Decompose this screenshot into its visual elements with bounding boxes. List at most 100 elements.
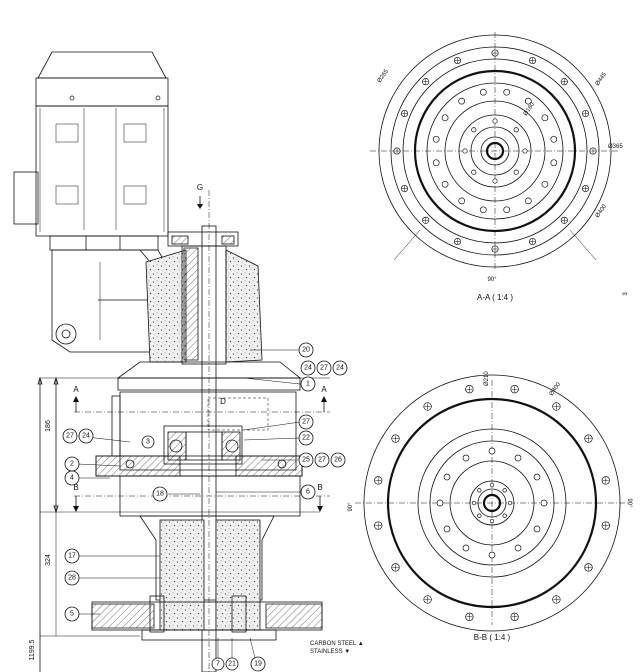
bb-inner-hole [502, 513, 507, 518]
balloon-27b: 27 [298, 414, 314, 430]
bb-middle-hole [514, 454, 522, 462]
bb-outer-hole-cross [392, 564, 399, 571]
svg-text:6: 6 [306, 489, 310, 496]
aa-outer-hole-cross [394, 148, 400, 154]
aa-outer-hole-cross [492, 246, 498, 252]
mark-b-left: B [73, 483, 78, 492]
svg-text:27: 27 [66, 433, 74, 440]
bb-inner-hole [489, 518, 495, 524]
bb-middle-hole [462, 544, 470, 552]
svg-text:18: 18 [156, 491, 164, 498]
edge-mark: 3 [623, 292, 629, 296]
bb-inner-bolt-holes [471, 482, 513, 524]
svg-text:5: 5 [70, 611, 74, 618]
aa-middle-hole [524, 197, 532, 205]
dim-186: 186 [45, 420, 52, 432]
section-bb-label: B-B ( 1:4 ) [474, 633, 511, 642]
bb-inner-hole [477, 488, 482, 493]
balloon-20: 20 [298, 342, 314, 358]
aa-outer-hole-cross [529, 238, 536, 245]
mark-g: G [197, 183, 203, 192]
aa-inner-hole [462, 148, 468, 154]
balloon-17: 17 [64, 548, 80, 564]
svg-text:20: 20 [302, 347, 310, 354]
aa-inner-hole [471, 127, 477, 133]
svg-text:17: 17 [68, 553, 76, 560]
mark-a-left: A [73, 385, 79, 394]
svg-text:24: 24 [82, 433, 90, 440]
aa-middle-hole [503, 206, 511, 214]
svg-text:27: 27 [320, 365, 328, 372]
balloon-22: 22 [298, 430, 314, 446]
shaft [201, 190, 217, 672]
aa-outer-hole-cross [529, 57, 536, 64]
bb-middle-hole [514, 544, 522, 552]
aa-middle-hole [432, 159, 440, 167]
bb-inner-hole [477, 513, 482, 518]
bb-outer-hole-cross [585, 564, 592, 571]
svg-text:24: 24 [304, 365, 312, 372]
bb-middle-hole [462, 454, 470, 462]
aa-outer-hole-cross [454, 238, 461, 245]
bb-middle-hole [488, 551, 496, 559]
aa-middle-hole [503, 88, 511, 96]
bb-outer-hole-cross [585, 435, 592, 442]
svg-text:25: 25 [302, 457, 310, 464]
balloon-18: 18 [152, 486, 168, 502]
svg-text:3: 3 [146, 439, 150, 446]
balloon-28: 28 [64, 570, 80, 586]
svg-text:24: 24 [336, 365, 344, 372]
aa-middle-hole [550, 159, 558, 167]
bb-middle-hole [436, 499, 444, 507]
aa-middle-hole [541, 180, 549, 188]
aa-outer-hole-cross [401, 110, 408, 117]
balloon-6: 6 [300, 484, 316, 500]
aa-middle-bolt-holes [432, 88, 558, 214]
bearing-housing [145, 231, 263, 365]
balloon-5: 5 [64, 606, 80, 622]
dim-aa-400: Ø400 [595, 203, 609, 219]
aa-middle-hole [432, 135, 440, 143]
bb-outer-hole-cross [466, 613, 473, 620]
svg-text:7: 7 [216, 661, 220, 668]
aa-outer-hole-cross [492, 50, 498, 56]
svg-text:27: 27 [318, 457, 326, 464]
svg-text:27: 27 [302, 419, 310, 426]
dim-aa-365: Ø365 [608, 144, 623, 150]
bb-middle-hole [533, 473, 541, 481]
aa-outer-bolt-holes [393, 49, 597, 253]
aa-middle-hole [479, 88, 487, 96]
bb-inner-hole [489, 482, 495, 488]
svg-text:1: 1 [306, 381, 310, 388]
aa-middle-hole [458, 97, 466, 105]
section-aa-label: A-A ( 1:4 ) [477, 293, 513, 302]
vertical-dimensions: 186 324 1199.5 [29, 420, 52, 660]
balloon-19: 19 [250, 656, 266, 672]
aa-inner-hole [492, 118, 498, 124]
balloon-24c: 24 [78, 428, 94, 444]
bb-outer-hole-cross [602, 522, 609, 529]
bb-outer-hole-cross [553, 596, 560, 603]
balloon-25: 25 [298, 452, 314, 468]
balloon-1: 1 [300, 376, 316, 392]
level-lines [37, 376, 330, 672]
bb-outer-hole-cross [602, 477, 609, 484]
bb-outer-hole-cross [375, 522, 382, 529]
aa-middle-hole [550, 135, 558, 143]
balloon-27c: 27 [314, 452, 330, 468]
bb-outer-hole-cross [511, 386, 518, 393]
dim-324: 324 [45, 554, 52, 566]
svg-text:26: 26 [334, 457, 342, 464]
balloon-4: 4 [64, 470, 80, 486]
mark-d: D [220, 397, 226, 406]
aa-outer-hole-cross [454, 57, 461, 64]
bb-inner-hole [507, 500, 513, 506]
aa-outer-hole-cross [423, 79, 429, 85]
dim-aa-445: Ø445 [595, 71, 609, 87]
balloon-27a: 27 [316, 360, 332, 376]
aa-inner-bolt-holes [462, 118, 528, 184]
bb-outer-hole-cross [466, 386, 473, 393]
material-legend: CARBON STEEL ▲ STAINLESS ▼ [310, 641, 364, 655]
bb-middle-hole [443, 525, 451, 533]
bb-outer-bolt-holes [374, 385, 610, 621]
